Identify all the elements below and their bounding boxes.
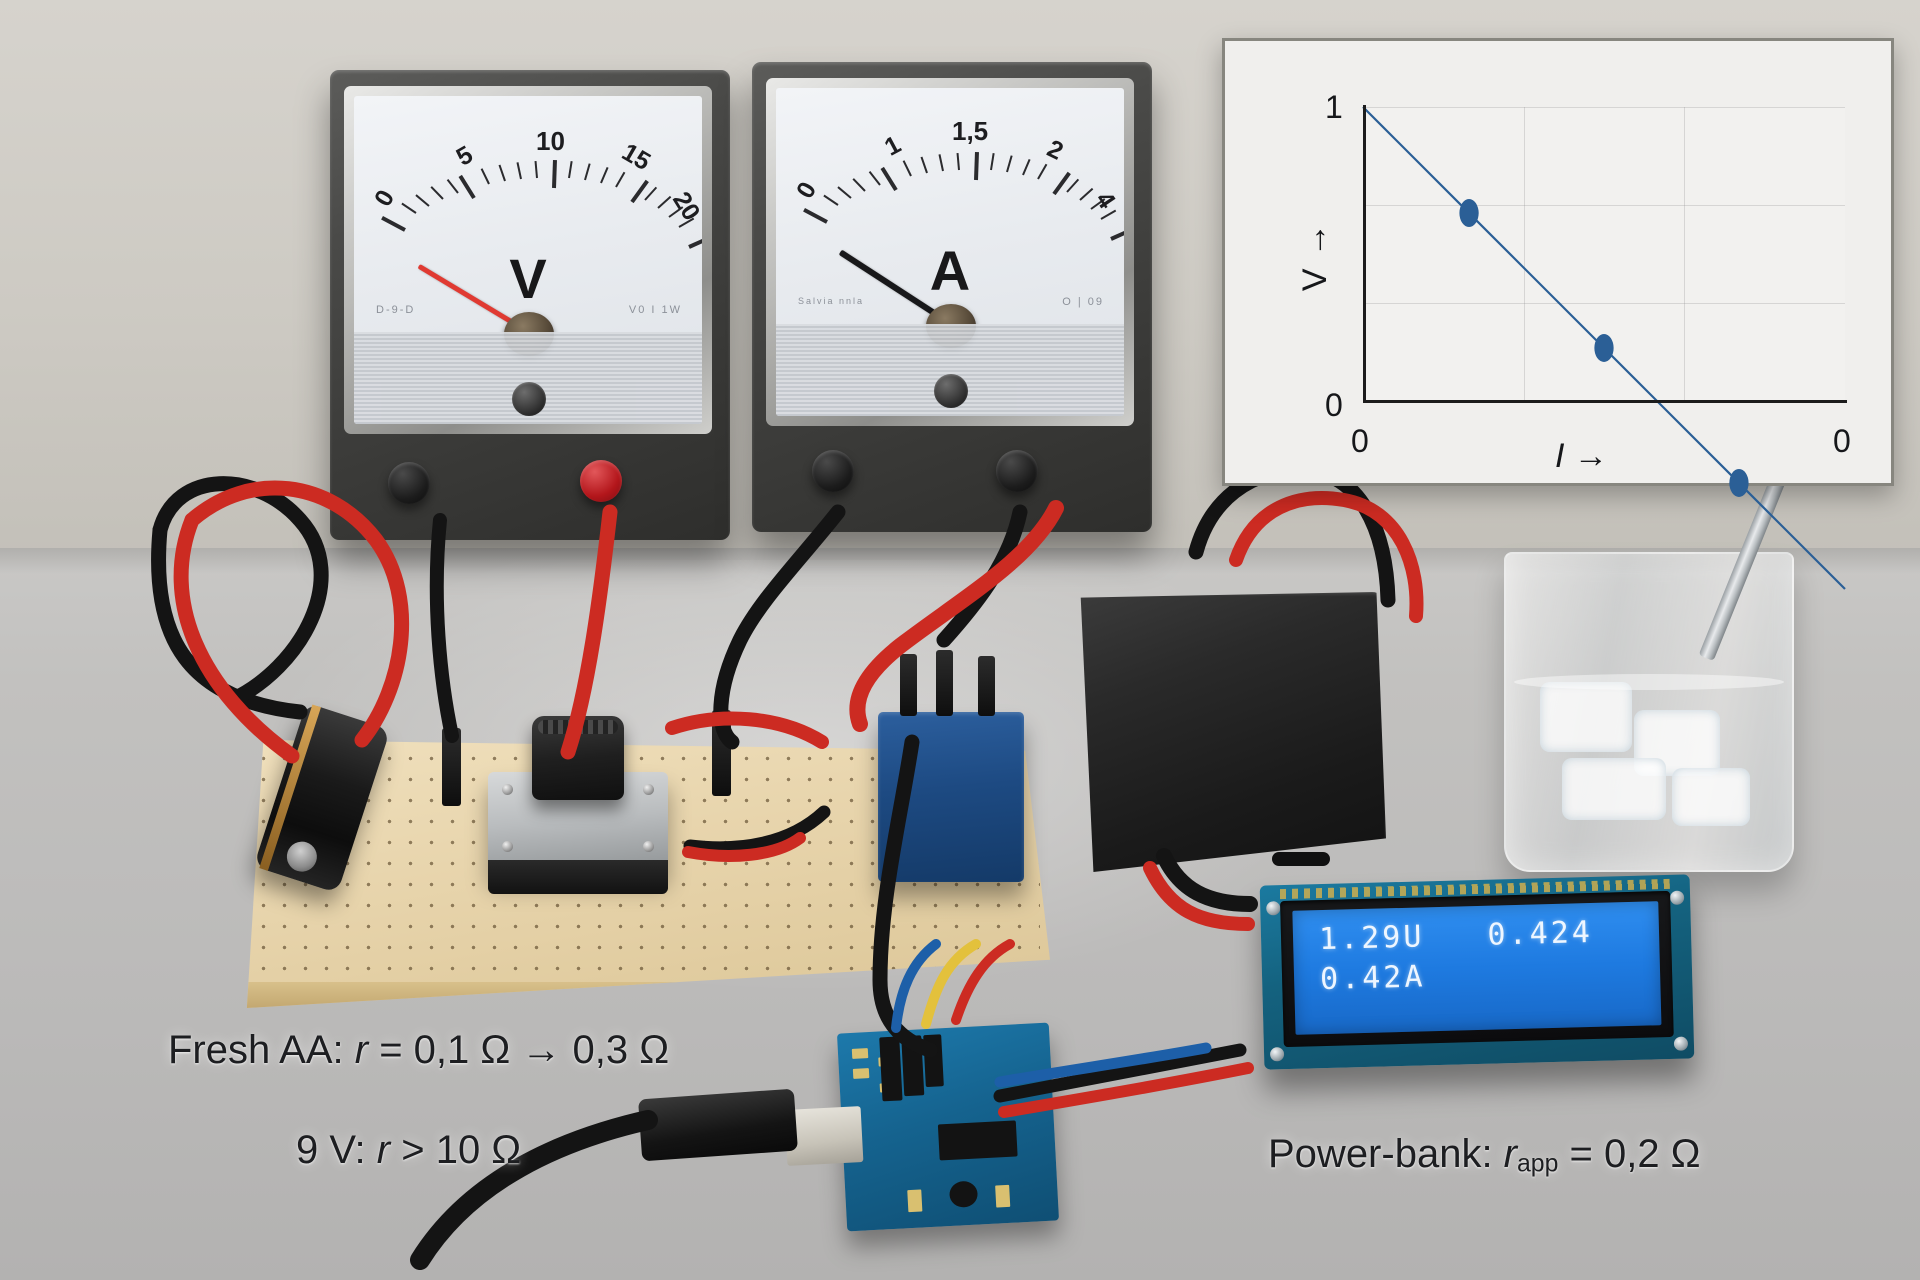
lcd-mount-hole-bl — [1269, 1047, 1285, 1062]
chart-y-axis-label: V → — [1296, 221, 1335, 292]
caption-nine-volt-prefix: 9 V: — [296, 1128, 377, 1172]
caption-power-bank-prefix: Power-bank: — [1268, 1132, 1504, 1176]
standalone-pin-2 — [712, 710, 731, 796]
lcd-bezel: 1.29U 0.424 0.42A — [1280, 890, 1674, 1048]
ammeter-scale: 0 1 1,5 2 4 — [776, 88, 1124, 416]
chart-x-axis — [1363, 400, 1847, 403]
voltmeter-scale: 0 5 10 15 20 — [354, 96, 702, 424]
chart-gridline-h1 — [1363, 204, 1845, 206]
ammeter-brand-left: Salvia nnla — [798, 296, 865, 306]
voltmeter-zero-screw[interactable] — [512, 382, 546, 416]
pcb-header-2 — [901, 1035, 925, 1097]
chart-markers — [1459, 199, 1749, 497]
chart-y-axis — [1363, 105, 1366, 403]
analog-voltmeter[interactable]: 0 5 10 15 20 V D-9-D V0 I 1W — [330, 70, 730, 540]
caption-fresh-aa: Fresh AA: r = 0,1 Ω → 0,3 Ω — [168, 1028, 669, 1073]
caption-fresh-aa-body: = 0,1 Ω → 0,3 Ω — [368, 1028, 670, 1072]
pcb-regulator — [948, 1180, 979, 1208]
lcd-mount-hole-br — [1673, 1036, 1689, 1051]
chart-data-point — [1594, 334, 1614, 362]
chart-ytick-top: 1 — [1325, 89, 1343, 125]
ice-cube-4 — [1672, 768, 1750, 826]
ammeter-tick-0: 0 — [790, 177, 823, 204]
chart-data-point — [1729, 468, 1749, 497]
blue-block-pin-1 — [900, 654, 917, 716]
ammeter-tick-1-5: 1,5 — [952, 116, 989, 146]
potentiometer-screw-br — [643, 841, 654, 852]
blue-capacitor-block[interactable] — [878, 650, 1024, 882]
chart-gridline-v2 — [1684, 107, 1686, 401]
ammeter-tick-2: 2 — [1042, 134, 1068, 166]
ice-cube-1 — [1540, 682, 1632, 752]
ice-cube-3 — [1562, 758, 1666, 820]
potentiometer[interactable] — [488, 716, 668, 894]
chart-data-point — [1459, 199, 1479, 228]
caption-fresh-aa-prefix: Fresh AA: — [168, 1028, 355, 1072]
ammeter-terminal-black-2[interactable] — [996, 450, 1038, 492]
caption-power-bank-sub: app — [1517, 1150, 1559, 1178]
caption-nine-volt-symbol: r — [376, 1128, 391, 1172]
voltmeter-face: 0 5 10 15 20 V D-9-D V0 I 1W — [354, 96, 702, 424]
chart-x-axis-label: I → — [1555, 437, 1608, 475]
voltmeter-brand-right: V0 I 1W — [628, 304, 682, 316]
pcb-pad-6 — [907, 1189, 923, 1213]
usb-cable-plug — [638, 1088, 798, 1162]
caption-nine-volt-body: > 10 Ω — [390, 1128, 522, 1172]
potentiometer-knob[interactable] — [532, 716, 624, 800]
pcb-connector — [937, 1120, 1018, 1161]
lcd-screen: 1.29U 0.424 0.42A — [1292, 901, 1662, 1035]
caption-power-bank: Power-bank: rapp = 0,2 Ω — [1268, 1132, 1701, 1178]
caption-power-bank-body: = 0,2 Ω — [1558, 1132, 1701, 1176]
vi-characteristic-chart: 1 0 0 0 V → I → — [1222, 38, 1894, 486]
beaker-ice-water — [1504, 552, 1794, 872]
ammeter-tick-1: 1 — [880, 130, 906, 162]
pcb-header-1 — [879, 1036, 903, 1102]
lcd-line-1: 1.29U 0.424 — [1318, 914, 1594, 958]
voltmeter-terminal-black[interactable] — [388, 462, 430, 504]
lcd-module[interactable]: 1.29U 0.424 0.42A — [1259, 874, 1695, 1070]
voltmeter-unit-label: V — [509, 247, 547, 310]
microcontroller-board[interactable] — [836, 1022, 1060, 1232]
lcd-mount-hole-tl — [1266, 901, 1281, 916]
analog-ammeter[interactable]: 0 1 1,5 2 4 A Salvia nnla O | 09 — [752, 62, 1152, 532]
pcb-pad-1 — [851, 1048, 869, 1059]
caption-nine-volt: 9 V: r > 10 Ω — [296, 1128, 521, 1173]
chart-ytick-bottom: 0 — [1325, 387, 1343, 423]
lcd-mount-hole-tr — [1669, 890, 1685, 905]
ammeter-terminal-black[interactable] — [812, 450, 854, 492]
ammeter-brand-right: O | 09 — [1062, 296, 1104, 308]
pcb-header-3 — [923, 1034, 944, 1088]
pcb-pad-2 — [852, 1068, 870, 1079]
chart-xtick-right: 0 — [1833, 423, 1851, 459]
voltmeter-tick-0: 0 — [368, 185, 401, 212]
potentiometer-screw-bl — [502, 841, 513, 852]
voltmeter-tick-5: 5 — [451, 140, 478, 172]
potentiometer-screw-tr — [643, 784, 654, 795]
blue-block-pin-3 — [978, 656, 995, 716]
ammeter-zero-screw[interactable] — [934, 374, 968, 408]
standalone-pin — [442, 728, 461, 806]
potentiometer-base — [488, 860, 668, 894]
pcb-pad-5 — [995, 1184, 1011, 1208]
water-surface — [1514, 674, 1784, 690]
caption-power-bank-symbol: r — [1503, 1132, 1517, 1176]
voltmeter-tick-20: 20 — [667, 187, 702, 226]
caption-fresh-aa-symbol: r — [354, 1028, 369, 1072]
usb-power-bank[interactable] — [1080, 592, 1386, 872]
battery-terminal — [282, 837, 321, 876]
voltmeter-brand-left: D-9-D — [376, 304, 416, 316]
power-bank-port[interactable] — [1272, 852, 1330, 866]
ammeter-face: 0 1 1,5 2 4 A Salvia nnla O | 09 — [776, 88, 1124, 416]
chart-gridline-h0 — [1363, 107, 1845, 108]
voltmeter-tick-10: 10 — [536, 126, 565, 156]
voltmeter-terminal-red[interactable] — [580, 460, 622, 502]
lcd-line-2: 0.42A — [1319, 959, 1426, 998]
chart-gridline-v1 — [1523, 107, 1525, 401]
chart-gridline-h2 — [1363, 302, 1845, 304]
chart-xtick-left: 0 — [1351, 423, 1369, 459]
blue-block-pin-2 — [936, 650, 953, 716]
voltmeter-tick-15: 15 — [617, 137, 656, 177]
potentiometer-screw-tl — [502, 784, 513, 795]
ammeter-unit-label: A — [929, 239, 971, 302]
